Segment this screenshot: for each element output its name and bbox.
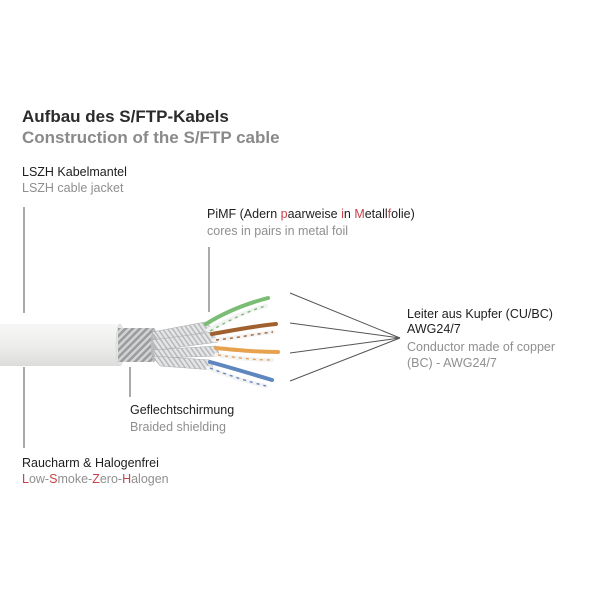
halogen-text-part: alogen	[131, 472, 169, 486]
halogen-text-part: ow-	[28, 472, 50, 486]
halogen-label-english: Low-Smoke-Zero-Halogen	[22, 472, 169, 486]
halogen-highlight-letter: S	[49, 472, 58, 486]
wire-pair-brown	[210, 322, 278, 342]
conductor-label-german-line2: AWG24/7	[407, 322, 461, 336]
foil-wrap-blue	[151, 355, 215, 371]
jacket-label-english: LSZH cable jacket	[22, 181, 124, 195]
pimf-text-part: PiMF (Adern	[207, 207, 281, 221]
foil-wrap-brown	[151, 331, 219, 351]
pimf-highlight-letter: f	[387, 207, 392, 221]
foil-wrap-green	[151, 321, 215, 343]
halogen-highlight-letter: Z	[92, 472, 100, 486]
conductor-label-english-line1: Conductor made of copper	[407, 340, 556, 354]
pimf-text-part: olie)	[391, 207, 415, 221]
halogen-highlight-letter: L	[22, 472, 29, 486]
conductor-leader-lines	[289, 292, 401, 382]
halogen-text-part: ero-	[99, 472, 123, 486]
pimf-label-german: PiMF (Adern paarweise in Metallfolie)	[207, 207, 415, 221]
pimf-highlight-letter: p	[280, 207, 288, 221]
halogen-highlight-letter: H	[122, 472, 132, 486]
conductor-label-german-line1: Leiter aus Kupfer (CU/BC)	[407, 307, 553, 321]
halogen-text-part: moke-	[57, 472, 93, 486]
pimf-text-part: aarweise	[287, 207, 342, 221]
pimf-highlight-letter: M	[354, 207, 365, 221]
wire-pair-orange	[214, 346, 280, 362]
wire-pair-blue	[206, 360, 274, 388]
title-english: Construction of the S/FTP cable	[22, 128, 280, 147]
braided-shield	[118, 328, 154, 362]
wire-pair-green	[204, 296, 270, 332]
pimf-label-english: cores in pairs in metal foil	[207, 224, 349, 238]
conductor-label-english-line2: (BC) - AWG24/7	[407, 356, 497, 370]
pimf-text-part: n	[343, 207, 355, 221]
cable-jacket	[0, 324, 120, 366]
halogen-label-german: Raucharm & Halogenfrei	[22, 456, 159, 470]
jacket-label-german: LSZH Kabelmantel	[22, 165, 127, 179]
braid-label-english: Braided shielding	[130, 420, 226, 434]
title-german: Aufbau des S/FTP-Kabels	[22, 107, 229, 126]
pimf-highlight-letter: i	[341, 207, 344, 221]
pimf-text-part: etall	[364, 207, 388, 221]
braid-label-german: Geflechtschirmung	[130, 403, 235, 417]
